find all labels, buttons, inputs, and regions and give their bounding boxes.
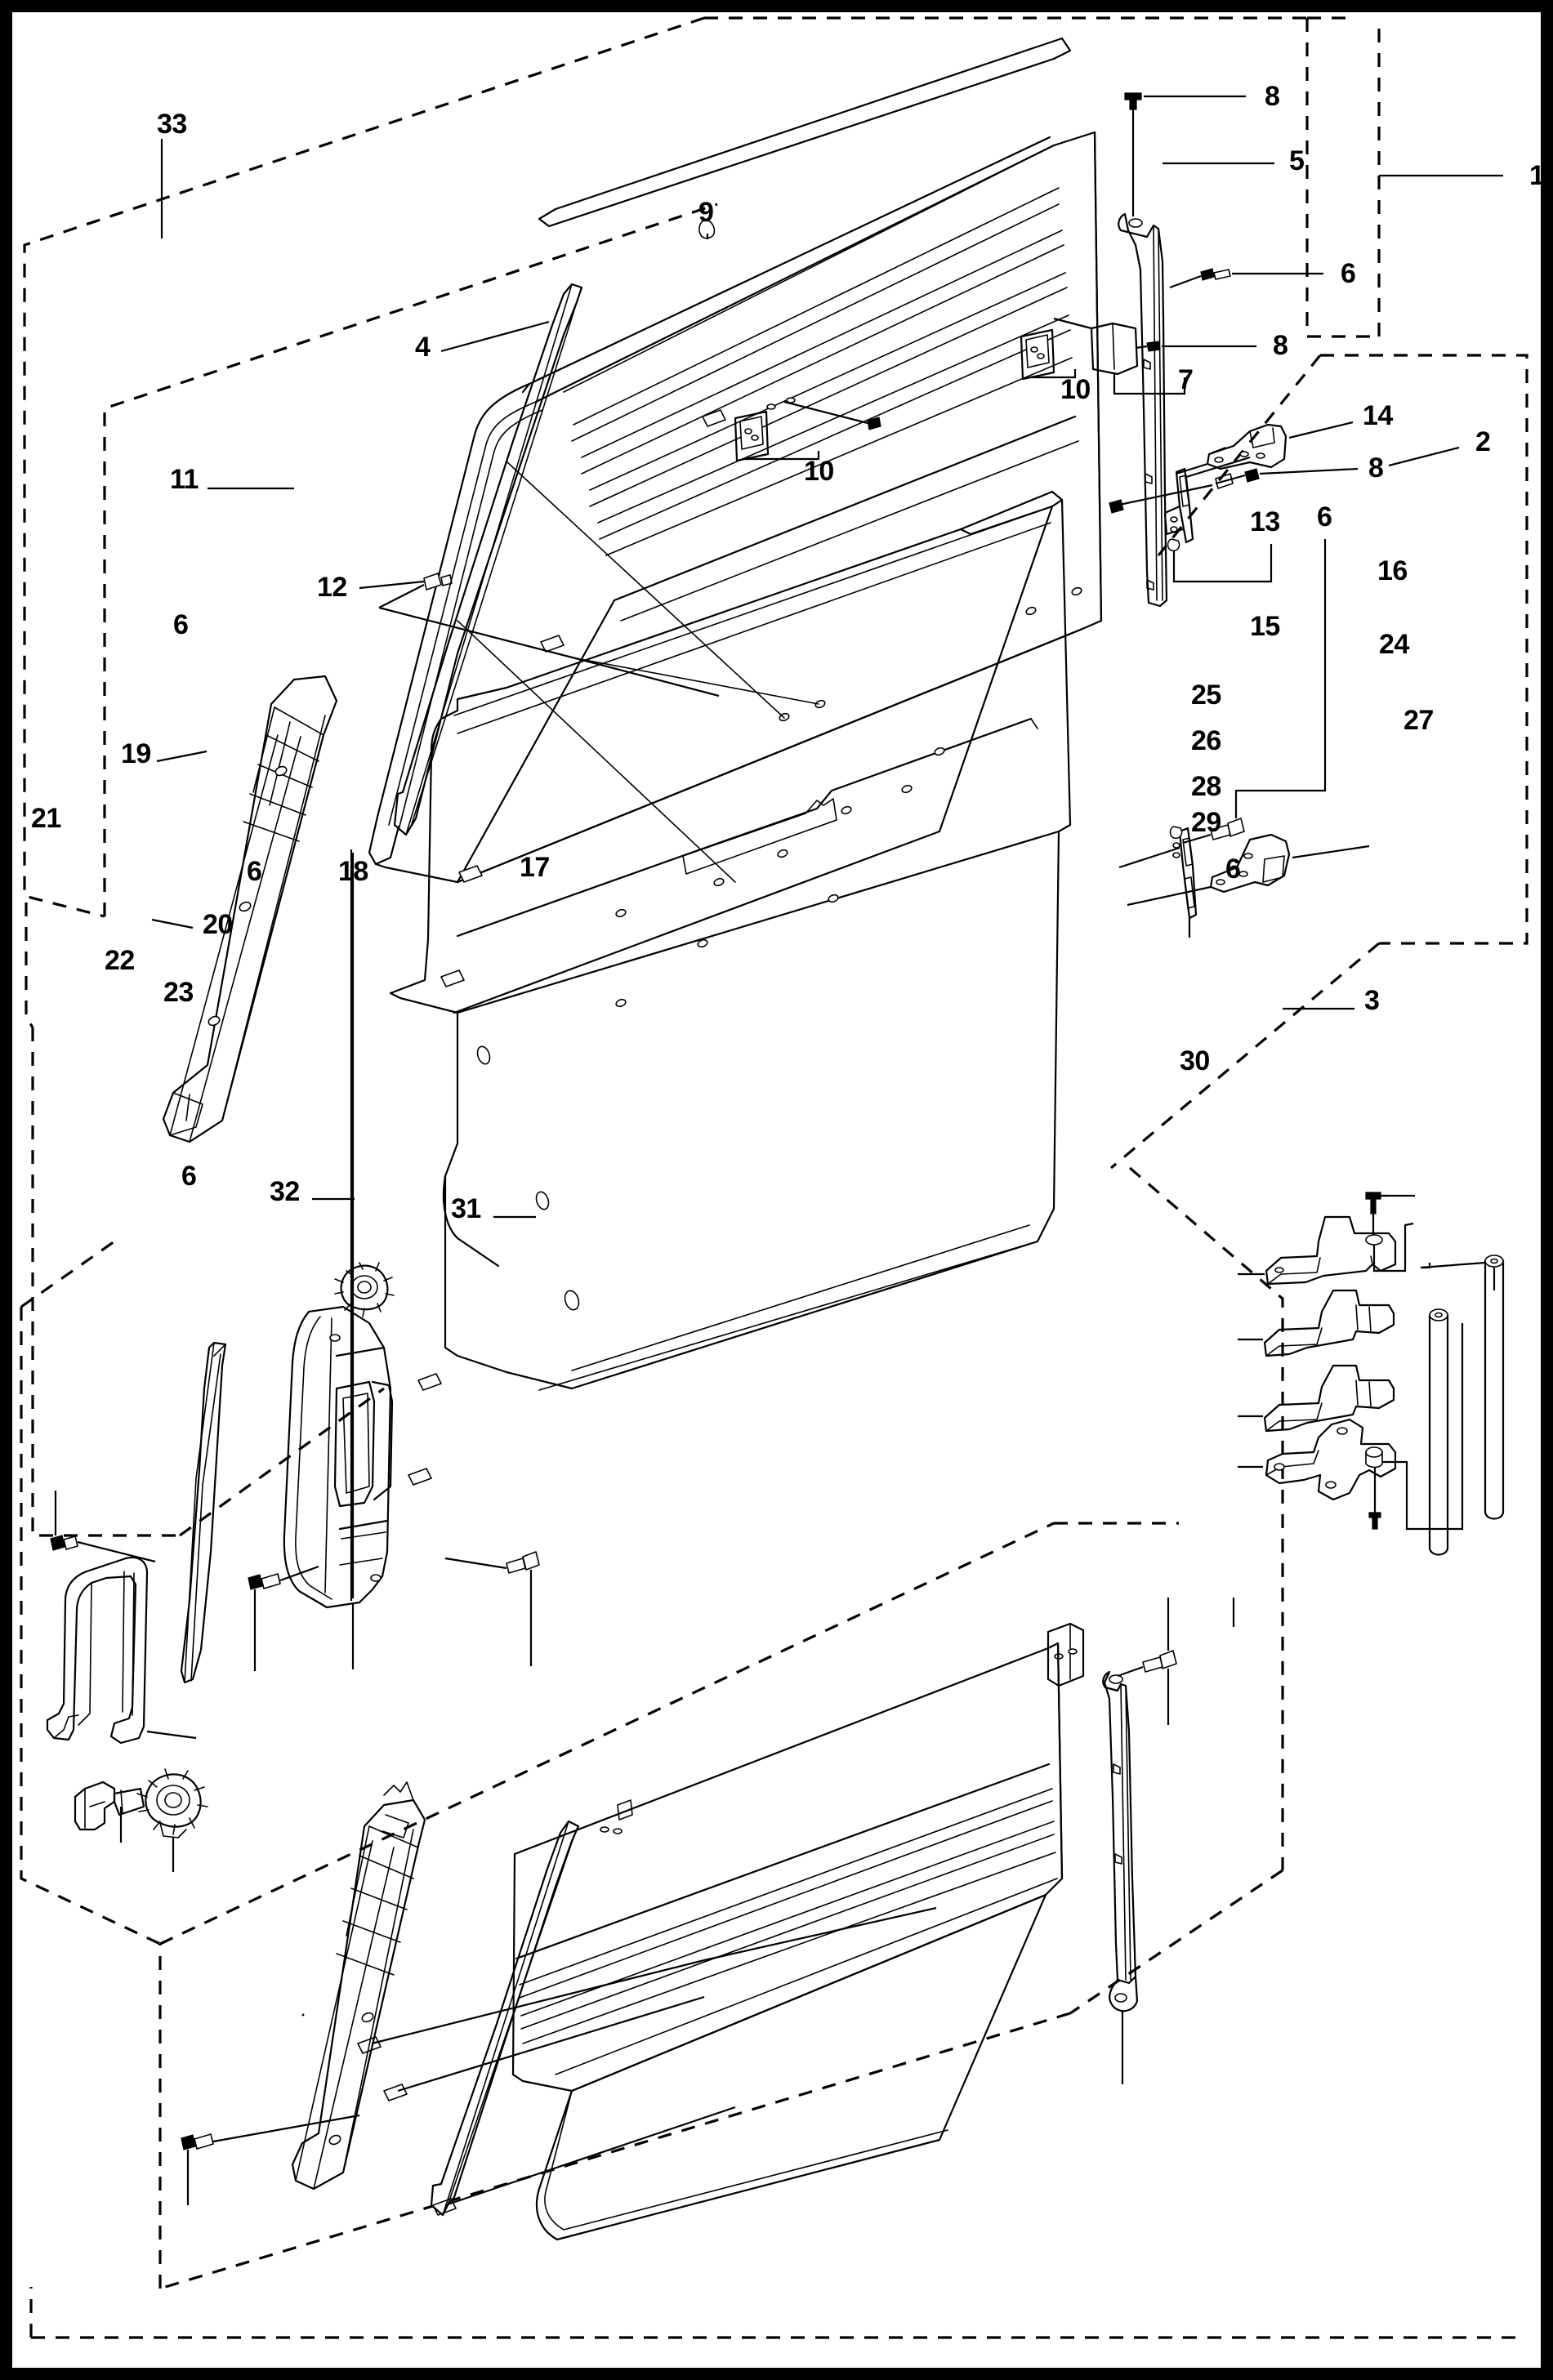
callout-2: 2: [1475, 426, 1491, 457]
callout-33: 33: [157, 109, 187, 140]
callout-6-a: 6: [1341, 258, 1356, 289]
group-boundary-1: [103, 16, 1381, 916]
part-4-window-seal-strip: [393, 283, 583, 836]
callout-18: 18: [338, 856, 368, 887]
callout-22: 22: [105, 945, 135, 976]
callout-17: 17: [520, 852, 550, 883]
callout-25: 25: [1191, 680, 1221, 711]
callout-6-c: 6: [173, 609, 189, 640]
part-6-hex-bolt-d: [248, 1565, 319, 1671]
part-lower-door-panel: [357, 1622, 1085, 2241]
part-6-hex-bolt-a: [1169, 268, 1323, 289]
handle-knob: [334, 1262, 395, 1317]
part-27-pivot-rods: [1420, 1255, 1505, 1556]
callout-23: 23: [163, 977, 194, 1008]
part-25-upper-clamp-yoke: [1238, 1215, 1414, 1286]
callout-13: 13: [1250, 506, 1280, 537]
callout-leader-lines: [151, 139, 1503, 1219]
part-33-upper-window-panel: [368, 37, 1103, 884]
part-32-lower-trim-molding: [291, 1781, 426, 2191]
part-15-striker-plate-lower: [1118, 826, 1198, 938]
group-boundary-33: [23, 16, 1307, 918]
group-boundary-3: [158, 1166, 1284, 2290]
callout-3: 3: [1364, 985, 1380, 1016]
callout-32: 32: [270, 1176, 300, 1207]
callout-16: 16: [1377, 555, 1408, 586]
callout-11: 11: [170, 464, 199, 495]
part-10-stop-block-b: [734, 410, 820, 462]
callout-5: 5: [1289, 145, 1305, 176]
part-23-knurled-knob: [136, 1768, 208, 1872]
part-29-lower-clamp-yoke: [1238, 1323, 1464, 1531]
callout-6-f: 6: [181, 1161, 197, 1192]
part-5-side-rail: [1118, 212, 1168, 608]
group-boundary-2: [1109, 354, 1528, 1170]
callout-8-c: 8: [1368, 452, 1384, 484]
part-10-stop-block-a: [1020, 328, 1077, 381]
part-19-handle-backing-strip: [180, 1341, 227, 1684]
callout-7: 7: [1178, 364, 1194, 395]
part-9-grommet: [698, 219, 716, 239]
callout-15: 15: [1250, 611, 1280, 642]
part-11-left-trim-molding: [162, 675, 338, 1143]
callout-21: 21: [31, 803, 61, 834]
part-28-slide-block-lower: [1238, 1364, 1395, 1433]
callout-14: 14: [1363, 400, 1393, 431]
part-30-lower-side-rail: [1102, 1670, 1139, 2084]
part-8-flanged-nut-c: [1109, 467, 1359, 514]
callout-26: 26: [1191, 725, 1221, 756]
part-21-set-screw: [50, 1491, 156, 1563]
part-8-flanged-nut-a: [1124, 92, 1246, 216]
callout-29: 29: [1191, 807, 1221, 838]
callout-12: 12: [317, 572, 347, 603]
group-boundary-bottom: [29, 2287, 1520, 2339]
callout-4: 4: [415, 332, 431, 363]
callout-9: 9: [698, 197, 714, 228]
part-middle-panel: [389, 490, 1072, 1486]
part-10-stop-block-screw: [766, 397, 881, 430]
callout-8-b: 8: [1273, 330, 1288, 361]
part-17-shoulder-pin: [444, 1551, 540, 1666]
part-8-flanged-nut-b: [1135, 341, 1256, 352]
part-24-round-head-screw: [1365, 1192, 1415, 1241]
part-31-lower-seal-strip: [430, 1820, 580, 2217]
callout-24: 24: [1379, 629, 1409, 660]
callout-10-a: 10: [1060, 374, 1091, 405]
callout-6-e: 6: [1225, 854, 1241, 885]
part-16-lower-latch-hook: [1127, 833, 1370, 907]
callout-20: 20: [203, 909, 233, 940]
callout-30: 30: [1180, 1045, 1210, 1076]
part-7-corner-bracket: [1053, 317, 1186, 395]
part-6-hex-bolt-e: [1117, 1598, 1235, 1725]
callout-1: 1: [1529, 160, 1545, 191]
callout-28: 28: [1191, 771, 1221, 802]
part-26-slide-block-upper: [1238, 1289, 1395, 1357]
callout-8-a: 8: [1265, 81, 1280, 112]
callout-19: 19: [121, 738, 151, 769]
callout-31: 31: [451, 1193, 481, 1224]
callout-6-b: 6: [1317, 501, 1332, 533]
part-12-shoulder-bolt: [359, 573, 720, 698]
callout-27: 27: [1404, 705, 1434, 736]
callout-10-b: 10: [804, 456, 834, 487]
part-6-hex-bolt-b: [1182, 539, 1327, 845]
group-boundary-middle-left: [20, 903, 385, 1945]
part-20-handle-grip: [46, 1556, 197, 1745]
part-18-door-handle-housing: [283, 849, 395, 1609]
part-14-upper-latch-hook: [1176, 421, 1354, 475]
part-6-hex-bolt-f: [181, 2114, 360, 2205]
part-22-latch-catch-block: [74, 1781, 145, 1843]
callout-6-d: 6: [247, 856, 262, 887]
